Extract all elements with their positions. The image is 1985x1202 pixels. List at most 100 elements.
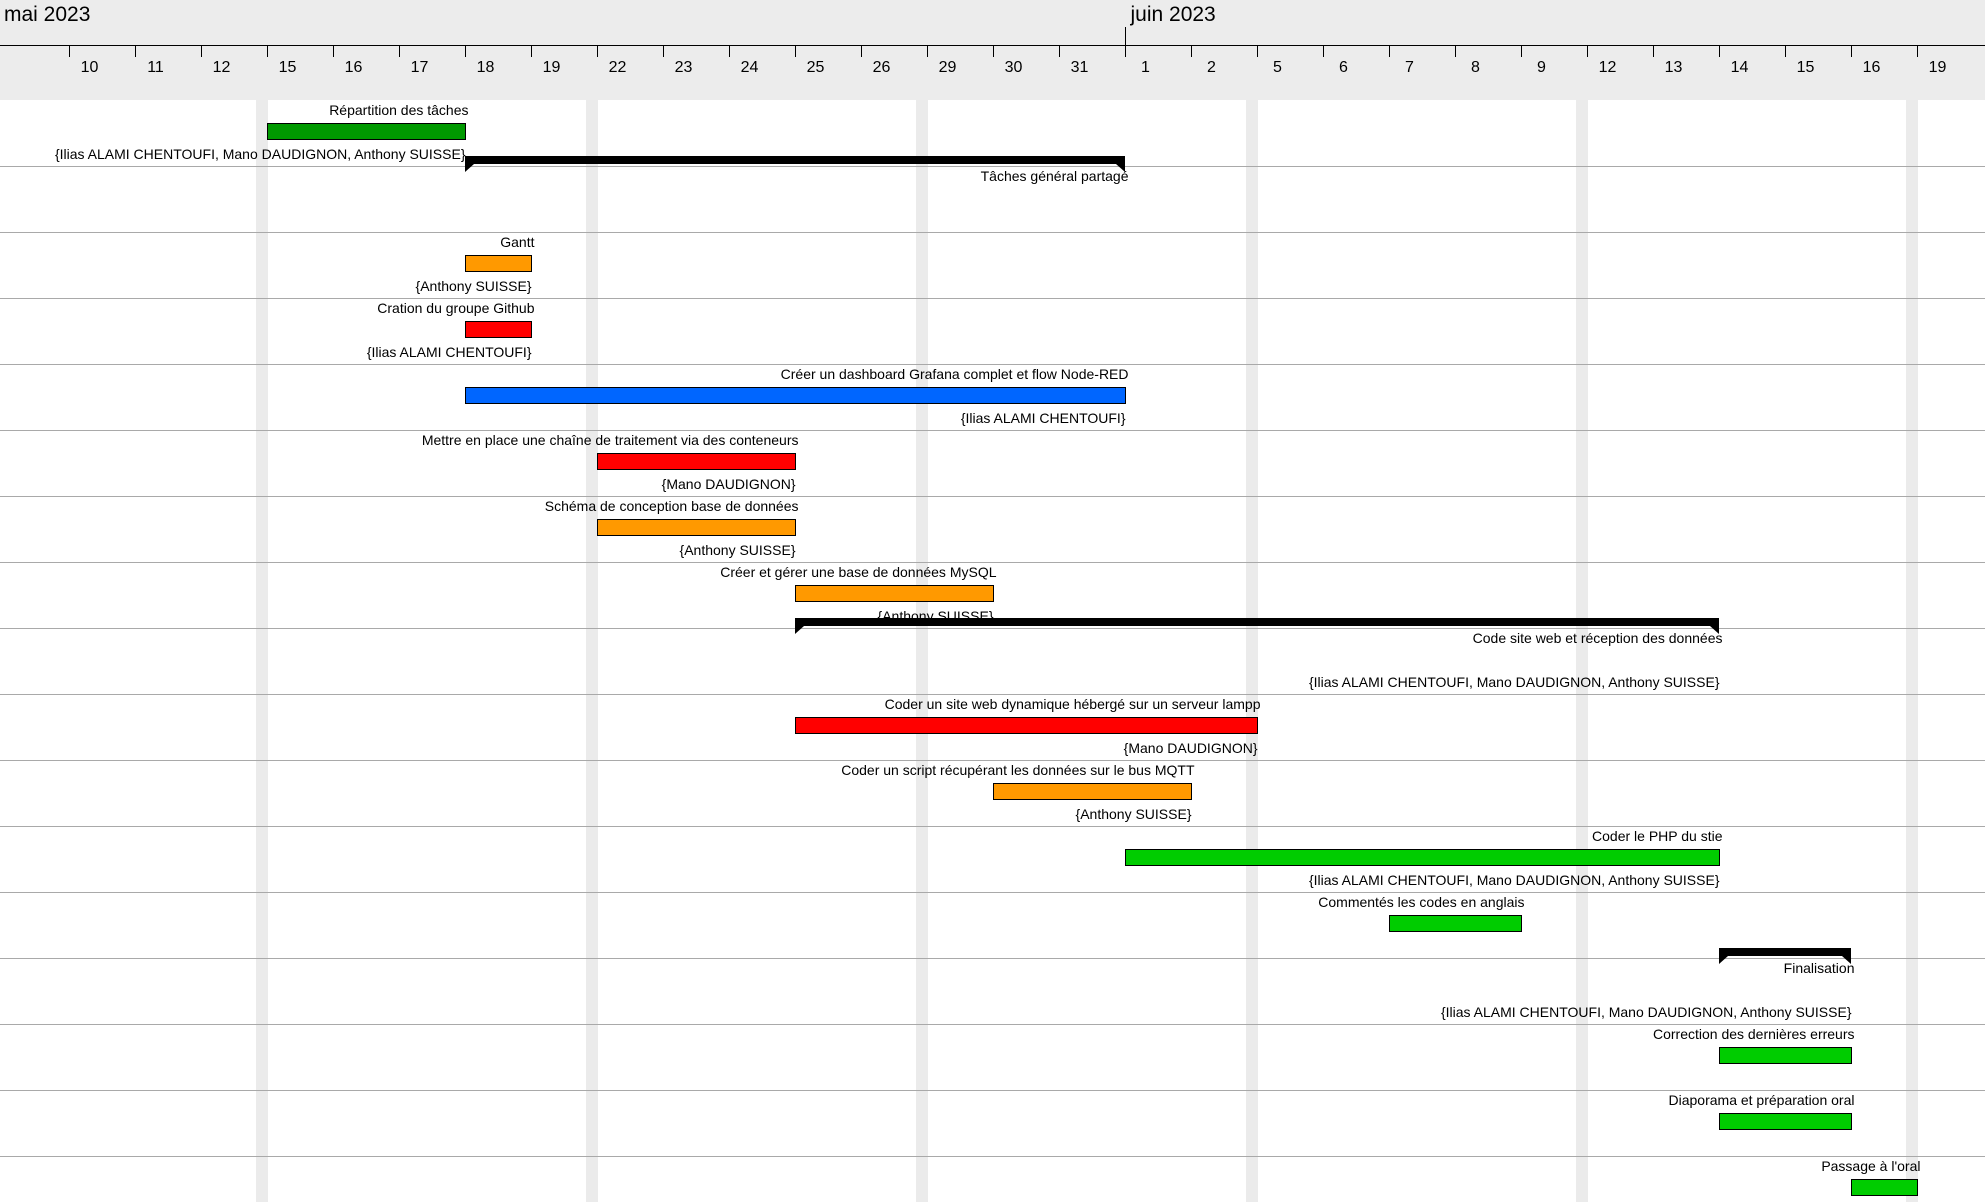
day-tick <box>1256 45 1258 57</box>
resource-label: {Mano DAUDIGNON} <box>661 476 796 492</box>
day-tick <box>926 45 928 57</box>
day-tick <box>200 45 202 57</box>
task-bar <box>1718 1113 1852 1130</box>
day-label: 24 <box>740 59 759 76</box>
day-tick <box>1388 45 1390 57</box>
task-bar <box>794 585 994 602</box>
day-label: 16 <box>344 59 363 76</box>
task-bar <box>1388 915 1522 932</box>
group-end-marker <box>1709 626 1719 634</box>
day-tick <box>1916 45 1918 57</box>
task-bar <box>266 123 466 140</box>
row-separator <box>0 1090 1985 1091</box>
task-label: Schéma de conception base de données <box>544 498 799 514</box>
month-label: mai 2023 <box>4 3 91 26</box>
row-separator <box>0 694 1985 695</box>
month-separator <box>1124 27 1126 57</box>
task-label: Code site web et réception des données <box>1472 630 1723 646</box>
day-label: 8 <box>1471 59 1480 76</box>
day-label: 14 <box>1730 59 1749 76</box>
task-bar <box>464 321 532 338</box>
weekend-band <box>585 100 598 1202</box>
task-bar <box>1718 1047 1852 1064</box>
weekend-band <box>255 100 268 1202</box>
day-tick <box>860 45 862 57</box>
group-end-marker <box>794 626 804 634</box>
day-label: 25 <box>806 59 825 76</box>
task-label: Passage à l'oral <box>1821 1158 1921 1174</box>
day-tick <box>1586 45 1588 57</box>
group-bar <box>794 618 1719 626</box>
day-tick <box>1652 45 1654 57</box>
task-bar <box>596 519 796 536</box>
day-tick <box>728 45 730 57</box>
day-tick <box>596 45 598 57</box>
day-label: 2 <box>1207 59 1216 76</box>
day-tick <box>1850 45 1852 57</box>
day-label: 10 <box>80 59 99 76</box>
day-label: 31 <box>1070 59 1089 76</box>
day-tick <box>1322 45 1324 57</box>
row-separator <box>0 628 1985 629</box>
day-tick <box>398 45 400 57</box>
row-separator <box>0 1156 1985 1157</box>
task-bar <box>464 387 1126 404</box>
group-end-marker <box>1718 956 1728 964</box>
day-tick <box>530 45 532 57</box>
day-tick <box>332 45 334 57</box>
row-separator <box>0 892 1985 893</box>
day-label: 29 <box>938 59 957 76</box>
resource-label: {Ilias ALAMI CHENTOUFI} <box>366 344 532 360</box>
day-label: 22 <box>608 59 627 76</box>
group-end-marker <box>464 164 474 172</box>
row-separator <box>0 232 1985 233</box>
resource-label: {Anthony SUISSE} <box>1075 806 1192 822</box>
weekend-band <box>915 100 928 1202</box>
day-label: 15 <box>1796 59 1815 76</box>
task-label: Coder un script récupérant les données s… <box>841 762 1195 778</box>
row-separator <box>0 562 1985 563</box>
task-label: Finalisation <box>1783 960 1855 976</box>
day-label: 17 <box>410 59 429 76</box>
task-label: Cration du groupe Github <box>377 300 535 316</box>
weekend-band <box>1905 100 1918 1202</box>
day-label: 18 <box>476 59 495 76</box>
group-bar <box>1718 948 1851 956</box>
row-separator <box>0 958 1985 959</box>
task-bar <box>464 255 532 272</box>
group-end-marker <box>1841 956 1851 964</box>
task-bar <box>992 783 1192 800</box>
task-label: Tâches général partagé <box>980 168 1129 184</box>
day-tick <box>1520 45 1522 57</box>
day-tick <box>662 45 664 57</box>
day-label: 12 <box>1598 59 1617 76</box>
row-separator <box>0 166 1985 167</box>
day-label: 26 <box>872 59 891 76</box>
day-label: 9 <box>1537 59 1546 76</box>
resource-label: {Ilias ALAMI CHENTOUFI, Mano DAUDIGNON, … <box>54 146 466 162</box>
day-label: 19 <box>1928 59 1947 76</box>
row-separator <box>0 826 1985 827</box>
weekend-band <box>1575 100 1588 1202</box>
resource-label: {Anthony SUISSE} <box>415 278 532 294</box>
day-label: 30 <box>1004 59 1023 76</box>
resource-label: {Ilias ALAMI CHENTOUFI} <box>960 410 1126 426</box>
row-separator <box>0 1024 1985 1025</box>
day-tick <box>1454 45 1456 57</box>
task-label: Mettre en place une chaîne de traitement… <box>421 432 799 448</box>
task-label: Commentés les codes en anglais <box>1318 894 1525 910</box>
month-label: juin 2023 <box>1130 3 1216 26</box>
task-bar <box>794 717 1258 734</box>
row-separator <box>0 760 1985 761</box>
task-label: Diaporama et préparation oral <box>1668 1092 1855 1108</box>
task-bar <box>1124 849 1720 866</box>
resource-label: {Ilias ALAMI CHENTOUFI, Mano DAUDIGNON, … <box>1308 674 1720 690</box>
day-label: 11 <box>147 59 164 76</box>
task-label: Créer un dashboard Grafana complet et fl… <box>780 366 1129 382</box>
resource-label: {Mano DAUDIGNON} <box>1123 740 1258 756</box>
task-label: Répartition des tâches <box>329 102 469 118</box>
day-label: 7 <box>1405 59 1414 76</box>
row-separator <box>0 496 1985 497</box>
task-label: Coder le PHP du stie <box>1592 828 1723 844</box>
